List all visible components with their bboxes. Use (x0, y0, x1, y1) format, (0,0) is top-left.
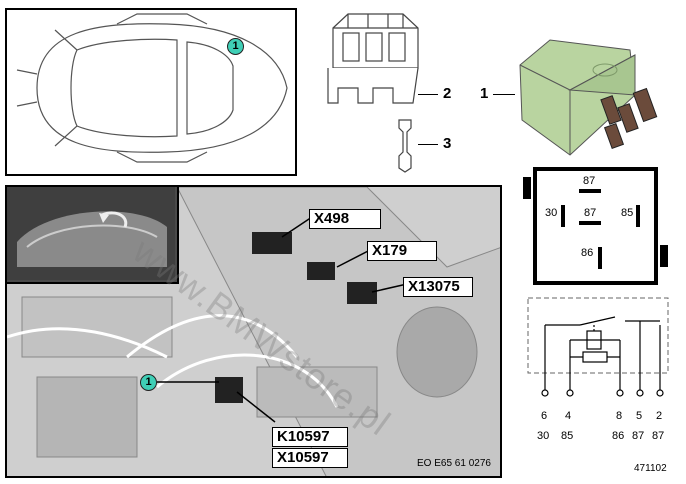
callout-badge: 1 (140, 374, 157, 391)
green-relay-drawing (519, 39, 658, 156)
connector-label-x179: X179 (367, 241, 437, 261)
car-location-panel: 1 (5, 8, 297, 176)
callout-badge: 1 (227, 38, 244, 55)
pin-30: 30 (545, 207, 558, 219)
schematic-terminal-number: 87 (632, 430, 645, 442)
schematic-terminal-number: 86 (612, 430, 625, 442)
connector-label-x13075: X13075 (403, 277, 473, 297)
diagram-id: 471102 (634, 463, 667, 474)
trunk-inset-image (7, 187, 175, 280)
relay-pinout-box: 87 30 87 85 86 (523, 165, 668, 290)
schematic-pin-number: 4 (565, 410, 572, 422)
relay-label-x10597: X10597 (272, 448, 348, 468)
connector-label-x498: X498 (309, 209, 381, 229)
pin-30-bar (561, 205, 565, 227)
installation-photo-panel: X498 X179 X13075 1 K10597 X10597 EO E65 … (5, 185, 502, 478)
leader-line-2 (418, 94, 438, 95)
pin-85: 85 (621, 207, 634, 219)
schematic-terminal-number: 30 (537, 430, 550, 442)
schematic-pin-number: 2 (656, 410, 663, 422)
schematic-terminal-number: 87 (652, 430, 665, 442)
relay-socket-drawing (327, 13, 419, 104)
leader-line-1 (493, 94, 515, 95)
relay-label-k10597: K10597 (272, 427, 348, 447)
car-top-view-outline (16, 13, 288, 163)
pinout-tab-right (660, 245, 668, 267)
relay-wiring-schematic (527, 297, 669, 397)
pin-86: 86 (581, 247, 594, 259)
schematic-terminal-number: 85 (561, 430, 574, 442)
trunk-inset-photo (7, 187, 179, 284)
schematic-pin-number: 5 (636, 410, 643, 422)
callout-1: 1 (480, 85, 489, 102)
schematic-pin-number: 8 (616, 410, 623, 422)
pin-87-center-bar (579, 221, 601, 225)
pin-87-center: 87 (584, 207, 597, 219)
terminal-pin-drawing (398, 119, 412, 173)
photo-caption: EO E65 61 0276 (417, 458, 491, 469)
pin-86-bar (598, 247, 602, 269)
pin-87-top-bar (579, 189, 601, 193)
callout-3: 3 (443, 135, 452, 152)
pinout-tab-left (523, 177, 531, 199)
pinout-outline (533, 167, 658, 285)
pin-87-top: 87 (583, 175, 596, 187)
pin-85-bar (636, 205, 640, 227)
callout-2: 2 (443, 85, 452, 102)
leader-line-3 (418, 144, 438, 145)
schematic-pin-number: 6 (541, 410, 548, 422)
